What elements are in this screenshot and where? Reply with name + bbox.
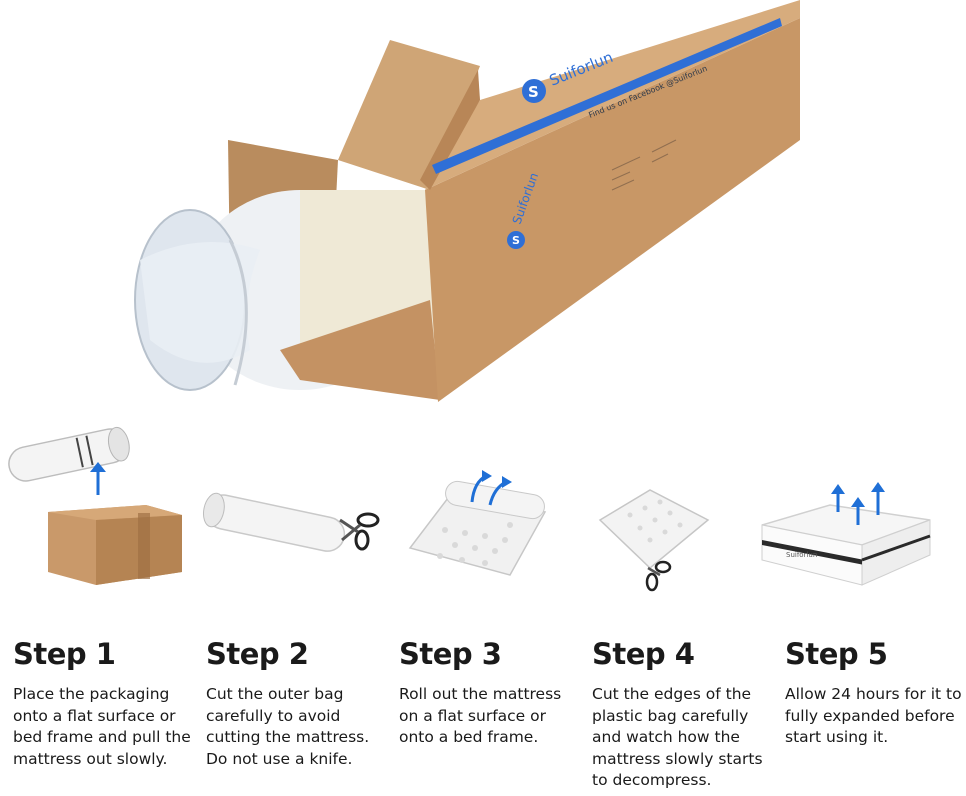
step-4: Step 4 Cut the edges of the plastic bag … [592, 630, 777, 792]
svg-text:Suiforlun: Suiforlun [786, 551, 817, 559]
scissors-icon [645, 560, 672, 592]
step-description: Roll out the mattress on a flat surface … [399, 685, 562, 746]
step-5: Step 5 Allow 24 hours for it to fully ex… [785, 630, 966, 749]
step-illustrations: Suiforlun [8, 426, 931, 592]
step-description: Allow 24 hours for it to fully expanded … [785, 685, 962, 746]
box-blue-stripe [432, 18, 782, 174]
step-title: Step 3 [399, 637, 502, 671]
step5-illustration: Suiforlun [761, 482, 931, 586]
svg-text:S: S [512, 234, 520, 247]
step-2: Step 2 Cut the outer bag carefully to av… [206, 630, 391, 770]
step1-illustration [8, 426, 182, 585]
up-arrows-icon [831, 482, 885, 525]
box-printed-text [611, 139, 677, 191]
hero-box-illustration: S Suiforlun Find us on Facebook @Suiforl… [134, 0, 800, 402]
svg-text:S: S [528, 83, 539, 101]
step-title: Step 4 [592, 637, 695, 671]
step3-illustration [408, 470, 547, 576]
step-title: Step 2 [206, 637, 309, 671]
box-side-face [420, 70, 480, 190]
box-front-face [425, 18, 800, 402]
step-description: Cut the outer bag carefully to avoid cut… [206, 685, 370, 768]
step-3: Step 3 Roll out the mattress on a flat s… [399, 630, 584, 749]
step-description: Cut the edges of the plastic bag careful… [592, 685, 763, 789]
box-bottom-flap [280, 300, 440, 400]
step-1: Step 1 Place the packaging onto a flat s… [13, 630, 198, 770]
step4-illustration [598, 489, 710, 592]
scissors-icon [339, 512, 380, 551]
step-title: Step 5 [785, 637, 888, 671]
step2-illustration [202, 492, 380, 552]
step-title: Step 1 [13, 637, 116, 671]
step-description: Place the packaging onto a flat surface … [13, 685, 191, 768]
